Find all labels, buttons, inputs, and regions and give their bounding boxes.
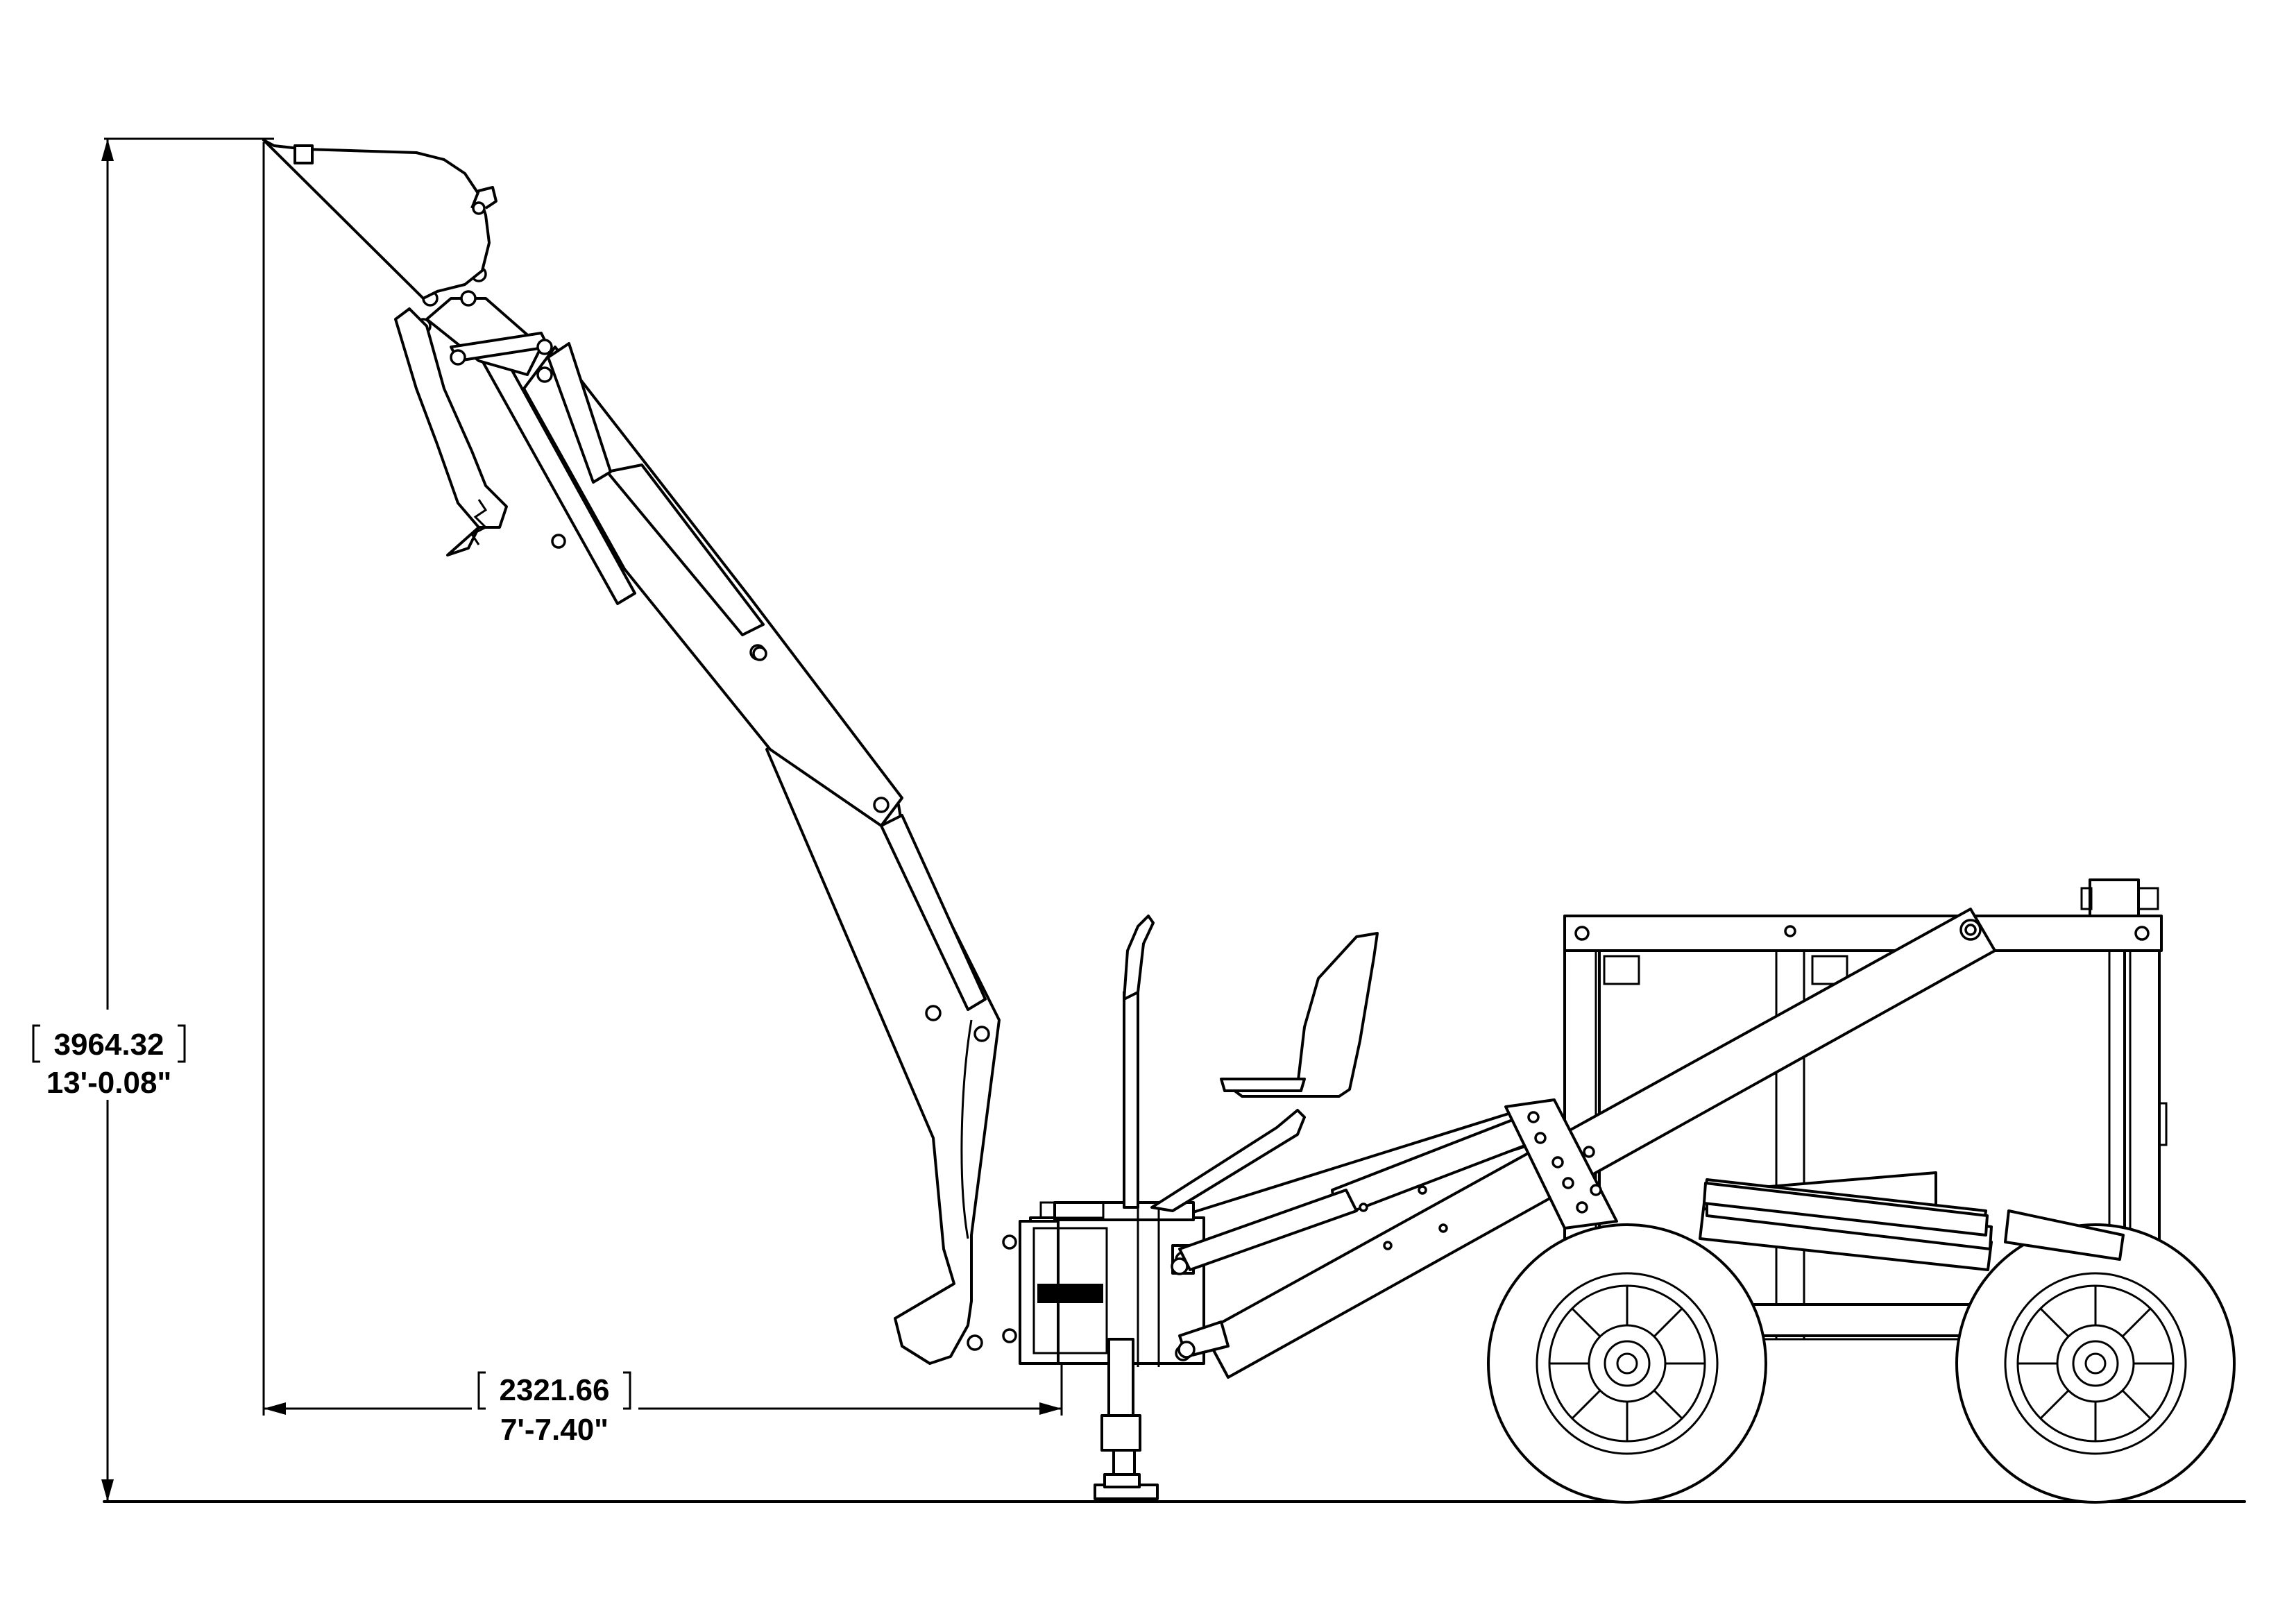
rear-wheel <box>1487 1223 1767 1504</box>
swing-frame <box>1002 1201 1205 1367</box>
height-dimension-imperial: 13'-0.08" <box>46 1066 172 1100</box>
stabilizer-leg <box>1094 1338 1159 1503</box>
height-dimension: 3964.32 13'-0.08" <box>28 137 274 1502</box>
main-boom <box>765 720 1001 1365</box>
operator-seat <box>1227 932 1379 1098</box>
operator-station <box>1123 915 1379 1212</box>
reach-dimension: 2321.66 7'-7.40" <box>262 142 1063 1447</box>
thumb-clamp <box>394 307 508 556</box>
reach-dimension-metric: 2321.66 <box>499 1373 609 1407</box>
tow-frame-cylinder <box>1703 1182 1989 1237</box>
dipper-arm <box>464 321 903 827</box>
reach-dimension-imperial: 7'-7.40" <box>500 1413 609 1447</box>
tow-boom <box>1185 908 1996 1379</box>
bucket <box>262 139 498 300</box>
height-dimension-metric: 3964.32 <box>53 1028 164 1062</box>
front-wheel <box>1955 1223 2236 1504</box>
